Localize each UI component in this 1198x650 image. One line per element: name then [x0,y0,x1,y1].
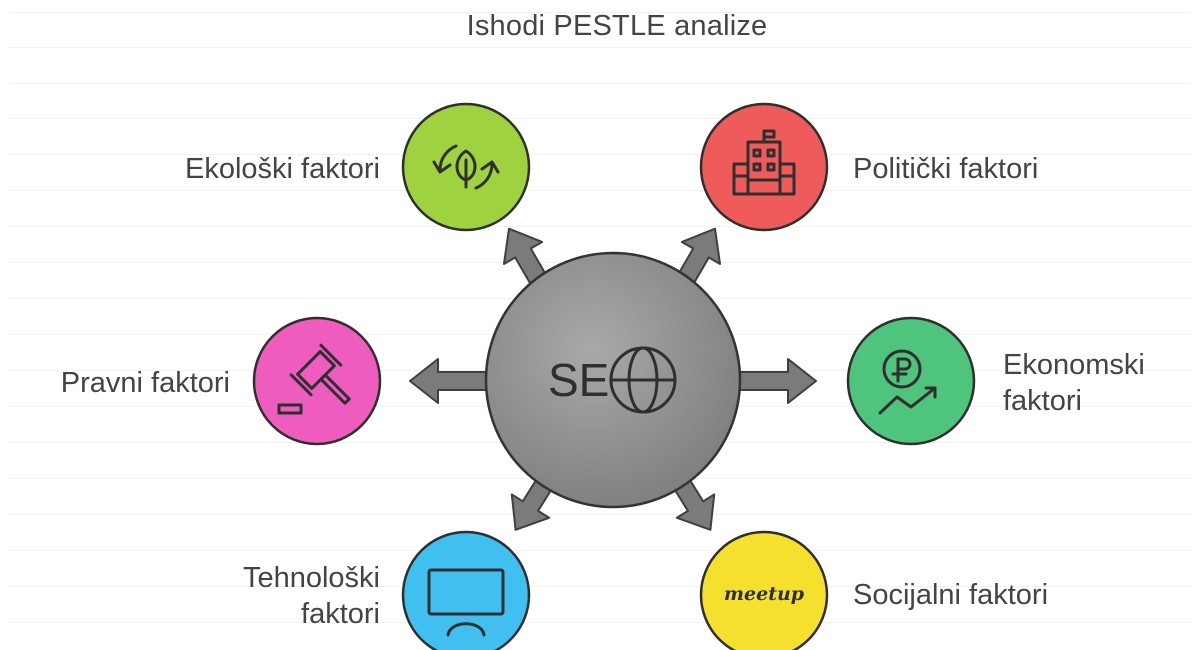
ekonomski-node [846,316,976,446]
pravni-node [252,316,382,446]
ekonomski-label-line2: faktori [1003,385,1082,417]
background-line [10,12,1190,13]
background-line [10,154,1190,155]
arrow-to-pravni [409,358,491,404]
background-line [10,118,1190,119]
politicki-label: Politički faktori [853,153,1039,185]
gavel-icon [277,343,351,415]
tehnoloski-node [401,530,531,650]
monitor-icon [427,568,505,637]
background-line [10,550,1190,551]
background-line [10,514,1190,515]
socijalni-label: Socijalni faktori [853,579,1049,611]
ruble-growth-icon [878,349,937,415]
background-line [10,83,1190,84]
center-hub-label: SE [548,354,609,406]
center-hub: SE [484,251,742,509]
politicki-node [699,102,829,232]
government-building-icon [732,129,796,196]
tehnoloski-label-line1: Tehnološki [242,562,380,594]
background-line [10,47,1190,48]
ekoloski-label: Ekološki faktori [184,153,380,185]
arrow-to-ekonomski [735,358,817,404]
background-line [10,226,1190,227]
diagram-title: Ishodi PESTLE analize [466,10,768,42]
background-line [10,622,1190,623]
ekoloski-node [401,102,531,232]
meetup-icon: meetup [724,583,805,605]
globe-icon [609,346,677,414]
background-line [10,586,1190,587]
leaf-recycle-icon [432,144,500,190]
background-line [10,190,1190,191]
pravni-label: Pravni faktori [60,367,230,399]
socijalni-node: meetup [699,530,829,650]
ekonomski-label-line1: Ekonomski [1003,349,1145,381]
tehnoloski-label-line2: faktori [301,598,380,630]
